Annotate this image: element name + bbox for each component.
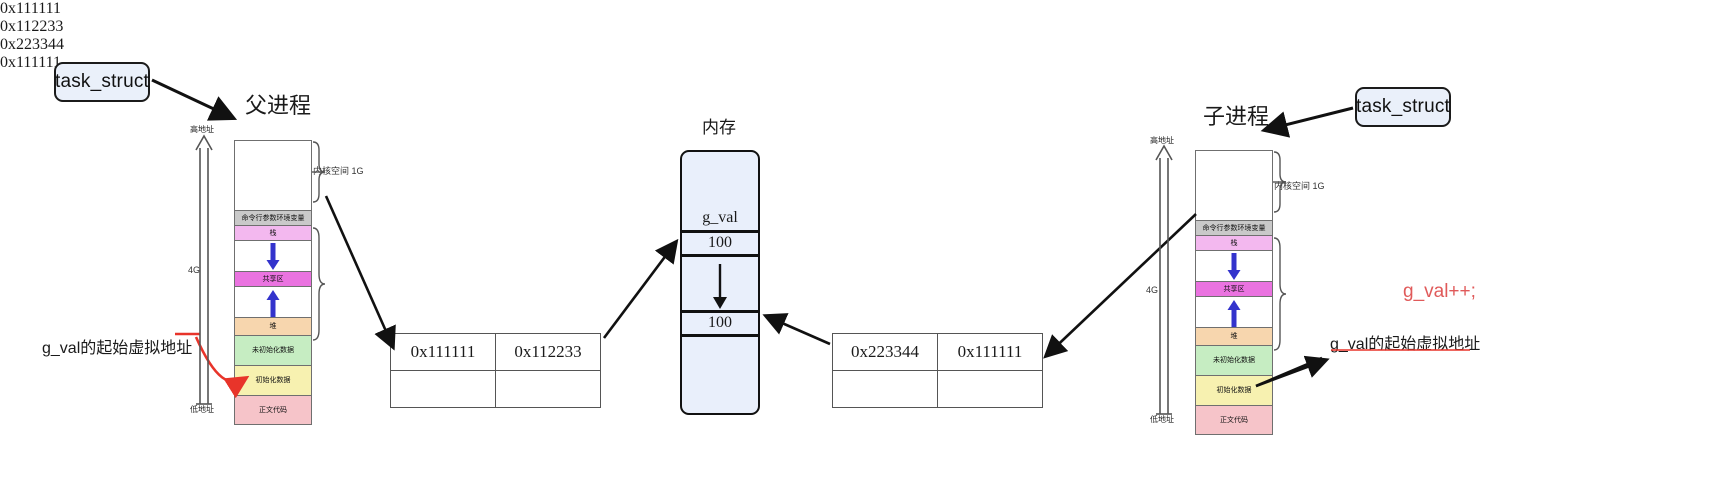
segment-shared-parent: 共享区	[234, 271, 312, 286]
parent-gval-virtual-label: g_val的起始虚拟地址	[42, 340, 193, 357]
four-gb-label-parent: 4G	[188, 265, 201, 275]
parent-pt-physical-0[interactable]: 0x112233	[495, 333, 601, 371]
mem-divider-lower-top	[682, 310, 758, 313]
segment-data-parent: 初始化数据	[234, 365, 312, 395]
segment-kernel-child	[1195, 150, 1273, 220]
segment-gap-upper-parent	[234, 240, 312, 271]
segment-heap-child: 堆	[1195, 327, 1273, 345]
memory-var-name: g_val	[702, 209, 738, 226]
task-struct-box-child[interactable]: task_struct	[1355, 87, 1451, 127]
parent-process-title: 父进程	[245, 93, 312, 118]
arrow-taskstruct-to-child	[1260, 106, 1354, 138]
segment-text-child: 正文代码	[1195, 405, 1273, 435]
table-row[interactable]: 0x111111 0x112233	[390, 333, 601, 371]
low-address-label-parent: 低地址	[190, 405, 214, 414]
parent-address-space: 命令行参数环境变量 栈 共享区 堆 未初始化数据 初始化数据	[234, 140, 312, 425]
arrow-child-pagetable-to-memory	[762, 313, 831, 346]
high-address-label-parent: 高地址	[190, 125, 214, 134]
memory-value-top: 100	[708, 234, 732, 251]
memory-left-physical-addr: 0x112233	[0, 18, 64, 35]
parent-pt-virtual-1[interactable]	[390, 370, 496, 408]
stack-grow-down-arrow-parent	[266, 243, 280, 270]
child-process-title: 子进程	[1203, 104, 1270, 129]
parent-page-table[interactable]: 0x111111 0x112233	[390, 333, 601, 408]
physical-memory-block: g_val 100 100	[680, 150, 760, 415]
segment-shared-child: 共享区	[1195, 281, 1273, 296]
arrow-child-vas-to-pagetable	[1043, 213, 1197, 359]
four-gb-arrow-child	[1155, 144, 1173, 415]
four-gb-label-child: 4G	[1146, 285, 1159, 295]
task-struct-label-child: task_struct	[1355, 96, 1451, 117]
parent-gval-virtual-addr: 0x111111	[0, 0, 62, 17]
segment-data-child: 初始化数据	[1195, 375, 1273, 405]
child-pt-virtual-1[interactable]	[832, 370, 938, 408]
memory-value-bottom: 100	[708, 314, 732, 331]
memory-right-physical-addr: 0x223344	[0, 36, 64, 53]
kernel-space-brace-label-child: 内核空间 1G	[1274, 181, 1325, 191]
segment-gap-lower-parent	[234, 286, 312, 317]
child-gval-virtual-label: g_val的起始虚拟地址	[1330, 336, 1481, 353]
mem-divider-lower-bot	[682, 334, 758, 337]
segment-args-child: 命令行参数环境变量	[1195, 220, 1273, 235]
stack-grow-down-arrow-child	[1227, 253, 1241, 280]
down-arrow-icon	[713, 264, 727, 309]
task-struct-label-parent: task_struct	[54, 71, 150, 92]
child-gval-virtual-addr: 0x111111	[0, 54, 62, 71]
table-row[interactable]	[390, 370, 601, 408]
table-row[interactable]: 0x223344 0x111111	[832, 333, 1043, 371]
low-address-label-child: 低地址	[1150, 415, 1174, 424]
segment-heap-parent: 堆	[234, 317, 312, 335]
mem-divider-mid	[682, 254, 758, 257]
segment-stack-parent: 栈	[234, 225, 312, 240]
segment-stack-child: 栈	[1195, 235, 1273, 250]
arrow-parent-vas-to-pagetable	[324, 195, 396, 351]
segment-text-parent: 正文代码	[234, 395, 312, 425]
code-annotation-gval-increment: g_val++;	[1403, 281, 1476, 302]
child-pt-physical-1[interactable]	[937, 370, 1043, 408]
segment-gap-upper-child	[1195, 250, 1273, 281]
brace-user-child	[1273, 237, 1287, 351]
segment-bss-child: 未初始化数据	[1195, 345, 1273, 375]
kernel-space-brace-label-parent: 内核空间 1G	[313, 166, 364, 176]
table-row[interactable]	[832, 370, 1043, 408]
segment-args-parent: 命令行参数环境变量	[234, 210, 312, 225]
segment-kernel-parent	[234, 140, 312, 210]
child-pt-virtual-0[interactable]: 0x223344	[832, 333, 938, 371]
parent-pt-virtual-0[interactable]: 0x111111	[390, 333, 496, 371]
arrow-parent-pagetable-to-memory	[602, 238, 679, 339]
high-address-label-child: 高地址	[1150, 136, 1174, 145]
segment-gap-lower-child	[1195, 296, 1273, 327]
task-struct-box-parent[interactable]: task_struct	[54, 62, 150, 102]
parent-pt-physical-1[interactable]	[495, 370, 601, 408]
child-address-space: 命令行参数环境变量 栈 共享区 堆 未初始化数据 初始化数据	[1195, 150, 1273, 435]
heap-grow-up-arrow-parent	[266, 290, 280, 317]
memory-title: 内存	[702, 118, 736, 137]
brace-user-parent	[312, 227, 326, 341]
child-page-table[interactable]: 0x223344 0x111111	[832, 333, 1043, 408]
mem-divider-top	[682, 230, 758, 233]
segment-bss-parent: 未初始化数据	[234, 335, 312, 365]
arrow-taskstruct-to-parent	[151, 78, 238, 121]
heap-grow-up-arrow-child	[1227, 300, 1241, 327]
child-pt-physical-0[interactable]: 0x111111	[937, 333, 1043, 371]
